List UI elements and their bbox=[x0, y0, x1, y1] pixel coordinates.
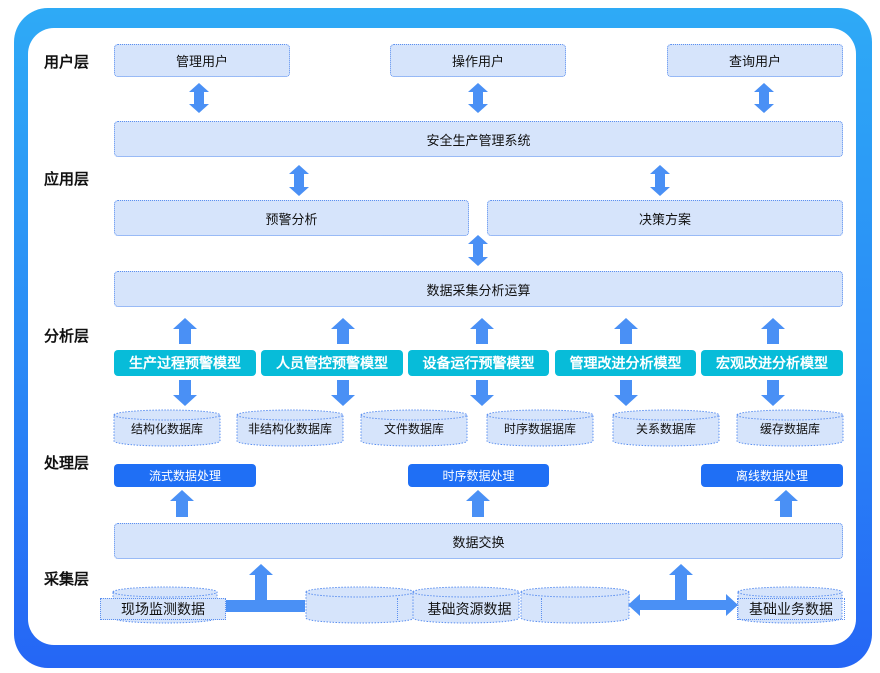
arrow-up-icon bbox=[170, 490, 194, 517]
user-query: 查询用户 bbox=[667, 44, 843, 77]
user-admin: 管理用户 bbox=[114, 44, 290, 77]
arrow-up-icon bbox=[331, 318, 355, 344]
source-cylinder bbox=[412, 586, 520, 624]
model-production: 生产过程预警模型 bbox=[114, 350, 256, 376]
double-arrow-icon bbox=[468, 83, 488, 113]
process-offline: 离线数据处理 bbox=[701, 464, 843, 487]
model-equipment: 设备运行预警模型 bbox=[408, 350, 549, 376]
source-base-business: 基础业务数据 bbox=[737, 598, 845, 620]
model-macro: 宏观改进分析模型 bbox=[701, 350, 843, 376]
double-arrow-horizontal-icon bbox=[628, 594, 738, 616]
user-operator: 操作用户 bbox=[390, 44, 566, 77]
arrow-down-icon bbox=[614, 380, 638, 406]
source-base-resources: 基础资源数据 bbox=[397, 598, 542, 620]
database-cylinder: 时序数据据库 bbox=[486, 409, 594, 447]
arrow-up-icon bbox=[669, 564, 693, 606]
arrow-down-icon bbox=[761, 380, 785, 406]
double-arrow-icon bbox=[650, 165, 670, 196]
database-label: 时序数据据库 bbox=[503, 421, 576, 436]
decision-plan: 决策方案 bbox=[487, 200, 843, 236]
database-cylinder: 文件数据库 bbox=[360, 409, 468, 447]
model-management: 管理改进分析模型 bbox=[555, 350, 696, 376]
arrow-up-icon bbox=[173, 318, 197, 344]
database-label: 结构化数据库 bbox=[130, 421, 203, 436]
arrow-down-icon bbox=[173, 380, 197, 406]
arrow-down-icon bbox=[470, 380, 494, 406]
arrow-up-icon bbox=[466, 490, 490, 517]
data-exchange: 数据交换 bbox=[114, 523, 843, 559]
arrow-up-icon bbox=[470, 318, 494, 344]
double-arrow-icon bbox=[468, 235, 488, 266]
database-cylinder: 缓存数据库 bbox=[736, 409, 844, 447]
source-cylinder bbox=[737, 586, 843, 624]
source-cylinder bbox=[520, 586, 630, 624]
double-arrow-icon bbox=[189, 83, 209, 113]
database-label: 文件数据库 bbox=[383, 421, 444, 436]
source-field-monitoring: 现场监测数据 bbox=[100, 598, 226, 620]
layer-collection: 采集层 bbox=[44, 570, 90, 588]
arrow-up-icon bbox=[614, 318, 638, 344]
database-label: 缓存数据库 bbox=[759, 421, 820, 436]
database-label: 非结构化数据库 bbox=[247, 421, 332, 436]
double-arrow-icon bbox=[289, 165, 309, 196]
warning-analysis: 预警分析 bbox=[114, 200, 469, 236]
arrow-up-icon bbox=[761, 318, 785, 344]
arrow-up-icon bbox=[774, 490, 798, 517]
database-cylinder: 非结构化数据库 bbox=[236, 409, 344, 447]
arrow-up-icon bbox=[249, 564, 273, 606]
database-cylinder: 结构化数据库 bbox=[113, 409, 221, 447]
layer-processing: 处理层 bbox=[44, 454, 90, 472]
layer-analysis: 分析层 bbox=[44, 327, 90, 345]
model-personnel: 人员管控预警模型 bbox=[261, 350, 403, 376]
data-compute: 数据采集分析运算 bbox=[114, 271, 843, 307]
database-cylinder: 关系数据库 bbox=[612, 409, 720, 447]
process-timeseries: 时序数据处理 bbox=[408, 464, 549, 487]
safety-system: 安全生产管理系统 bbox=[114, 121, 843, 157]
double-arrow-icon bbox=[754, 83, 774, 113]
process-stream: 流式数据处理 bbox=[114, 464, 256, 487]
layer-user: 用户层 bbox=[44, 53, 90, 71]
layer-application: 应用层 bbox=[44, 170, 90, 188]
database-label: 关系数据库 bbox=[635, 421, 696, 436]
arrow-down-icon bbox=[331, 380, 355, 406]
